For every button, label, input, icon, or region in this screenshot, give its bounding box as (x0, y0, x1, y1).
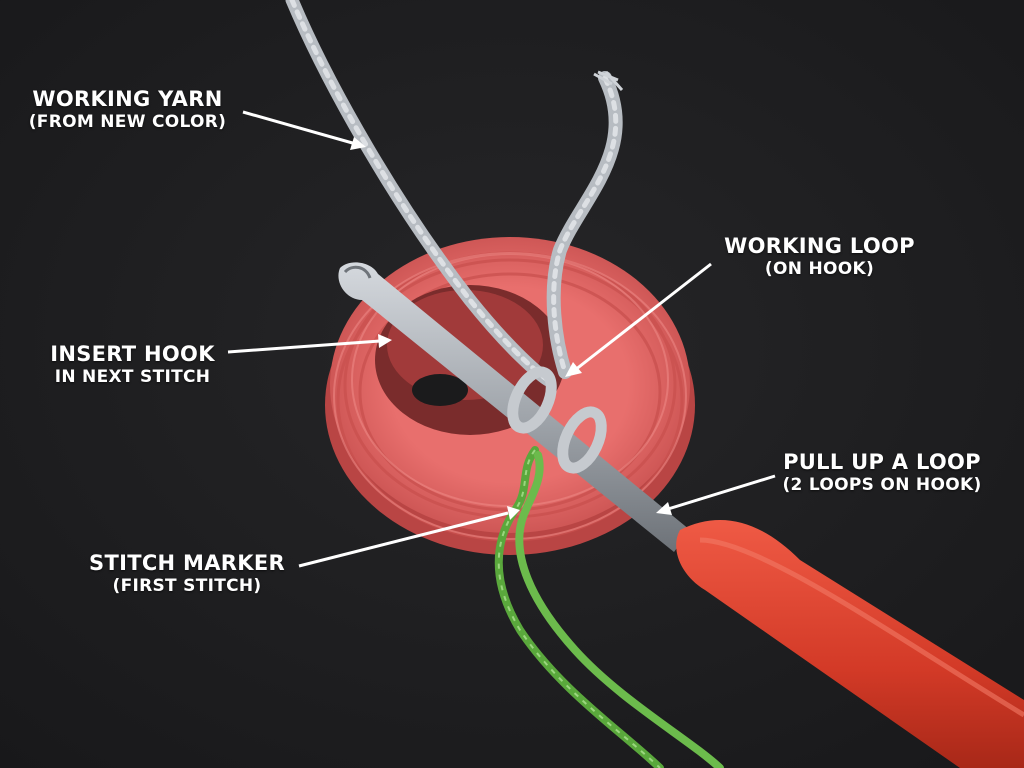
label-insert-hook-subtitle: IN NEXT STITCH (54, 367, 211, 388)
arrow-stitch-marker (298, 511, 509, 568)
label-insert-hook-title: INSERT HOOK (50, 342, 215, 366)
arrowhead-working-loop (565, 362, 582, 377)
label-working-loop-title: WORKING LOOP (724, 234, 915, 258)
second-loop (557, 406, 607, 474)
arrow-working-yarn (242, 110, 357, 146)
label-stitch-marker: STITCH MARKER (FIRST STITCH) (82, 550, 292, 598)
loops-on-hook (507, 366, 607, 474)
arrow-pull-up-loop (667, 474, 776, 511)
arrow-insert-hook (227, 339, 381, 354)
label-pull-up-loop-subtitle: (2 LOOPS ON HOOK) (782, 475, 982, 496)
label-working-loop-subtitle: (ON HOOK) (764, 259, 875, 280)
working-loop (507, 366, 557, 434)
label-working-yarn-title: WORKING YARN (32, 87, 223, 111)
stitch-marker-yarn (494, 446, 724, 768)
label-stitch-marker-title: STITCH MARKER (89, 551, 285, 575)
working-yarn (285, 0, 624, 387)
label-pull-up-loop-title: PULL UP A LOOP (783, 450, 981, 474)
arrow-working-loop (574, 262, 712, 372)
arrowhead-stitch-marker (507, 506, 520, 520)
hook-handle (676, 520, 1024, 768)
label-insert-hook: INSERT HOOK IN NEXT STITCH (40, 341, 225, 389)
arrowhead-pull-up-loop (656, 502, 672, 515)
label-working-yarn-subtitle: (FROM NEW COLOR) (28, 112, 227, 133)
annotation-arrows (227, 110, 776, 568)
label-working-loop: WORKING LOOP (ON HOOK) (712, 233, 927, 281)
label-pull-up-loop: PULL UP A LOOP (2 LOOPS ON HOOK) (777, 449, 987, 497)
arrowhead-working-yarn (350, 137, 366, 150)
label-stitch-marker-subtitle: (FIRST STITCH) (112, 576, 262, 597)
arrowhead-insert-hook (378, 334, 392, 348)
label-working-yarn: WORKING YARN (FROM NEW COLOR) (20, 86, 235, 134)
